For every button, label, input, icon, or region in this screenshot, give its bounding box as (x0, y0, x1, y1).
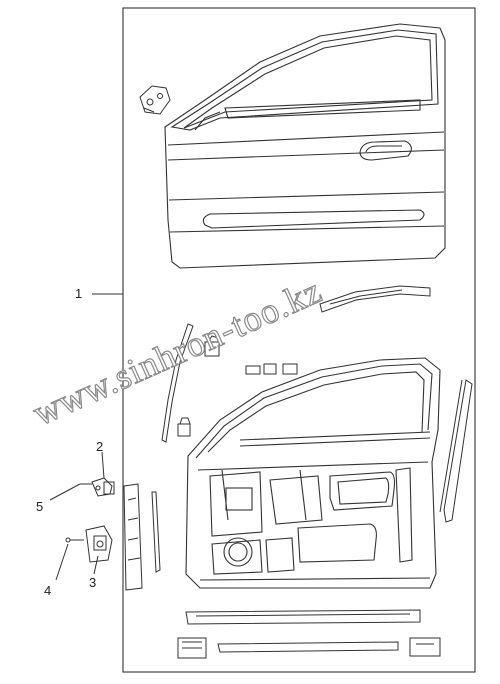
callout-4: 4 (44, 583, 52, 598)
door-inner-frame (185, 357, 441, 589)
callout-1: 1 (75, 286, 83, 301)
door-check-strip (123, 483, 161, 591)
lower-hinge (65, 525, 113, 563)
weatherstrip-right (439, 379, 473, 523)
diagram-frame (122, 7, 476, 673)
door-outer-panel (164, 23, 446, 269)
window-run-channel (161, 285, 431, 443)
callout-3: 3 (89, 575, 97, 590)
mirror-bracket (139, 85, 171, 115)
clips (177, 335, 298, 437)
callout-5: 5 (36, 499, 44, 514)
lower-trim-parts (177, 609, 441, 659)
callout-2: 2 (96, 439, 104, 454)
upper-hinge (80, 477, 115, 497)
leader-lines (49, 451, 105, 581)
watermark-text: www.sinhron-too.kz (27, 270, 328, 433)
